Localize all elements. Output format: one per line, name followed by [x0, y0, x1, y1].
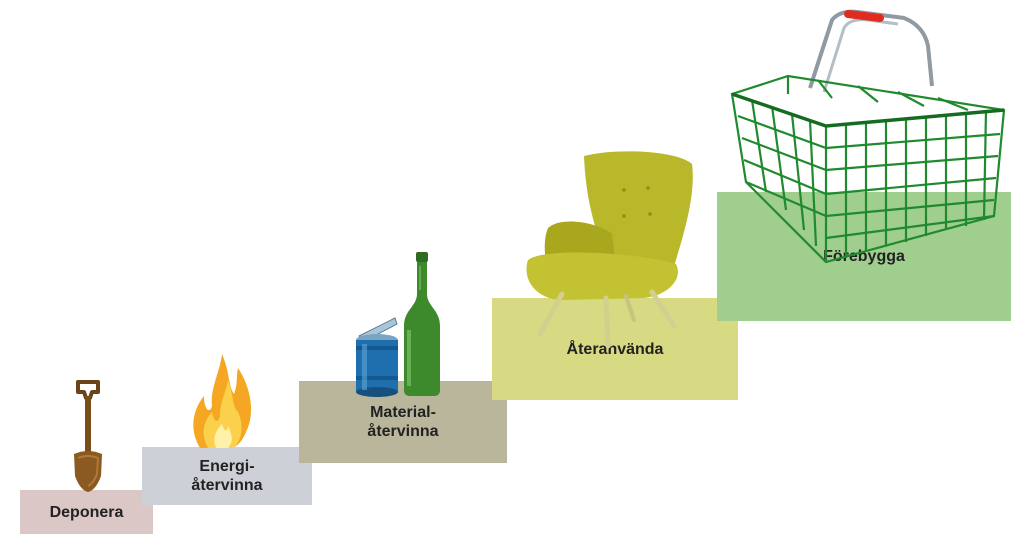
- step-label: Återanvända: [566, 340, 664, 358]
- step-deponera: Deponera: [20, 490, 153, 534]
- step-label-line-2: återvinna: [367, 423, 439, 440]
- step-label: Deponera: [49, 503, 124, 521]
- step-label-line-2: återvinna: [191, 477, 263, 494]
- fire-icon: [193, 354, 252, 448]
- step-forebygga: Förebygga: [717, 192, 1011, 321]
- step-label-line-1: Material-: [370, 404, 436, 421]
- bottle-icon: [404, 252, 440, 396]
- can-icon: [356, 317, 398, 397]
- step-ateranvanda: Återanvända: [492, 298, 738, 400]
- step-label-line-1: Energi-: [199, 458, 255, 475]
- step-energiatervinna: Energi- återvinna: [142, 447, 312, 505]
- shovel-icon: [74, 380, 102, 492]
- shopping-basket-icon: [730, 9, 1006, 264]
- step-materialatervinna: Material- återvinna: [299, 381, 507, 463]
- armchair-icon: [526, 151, 693, 349]
- step-label: Förebygga: [823, 248, 905, 265]
